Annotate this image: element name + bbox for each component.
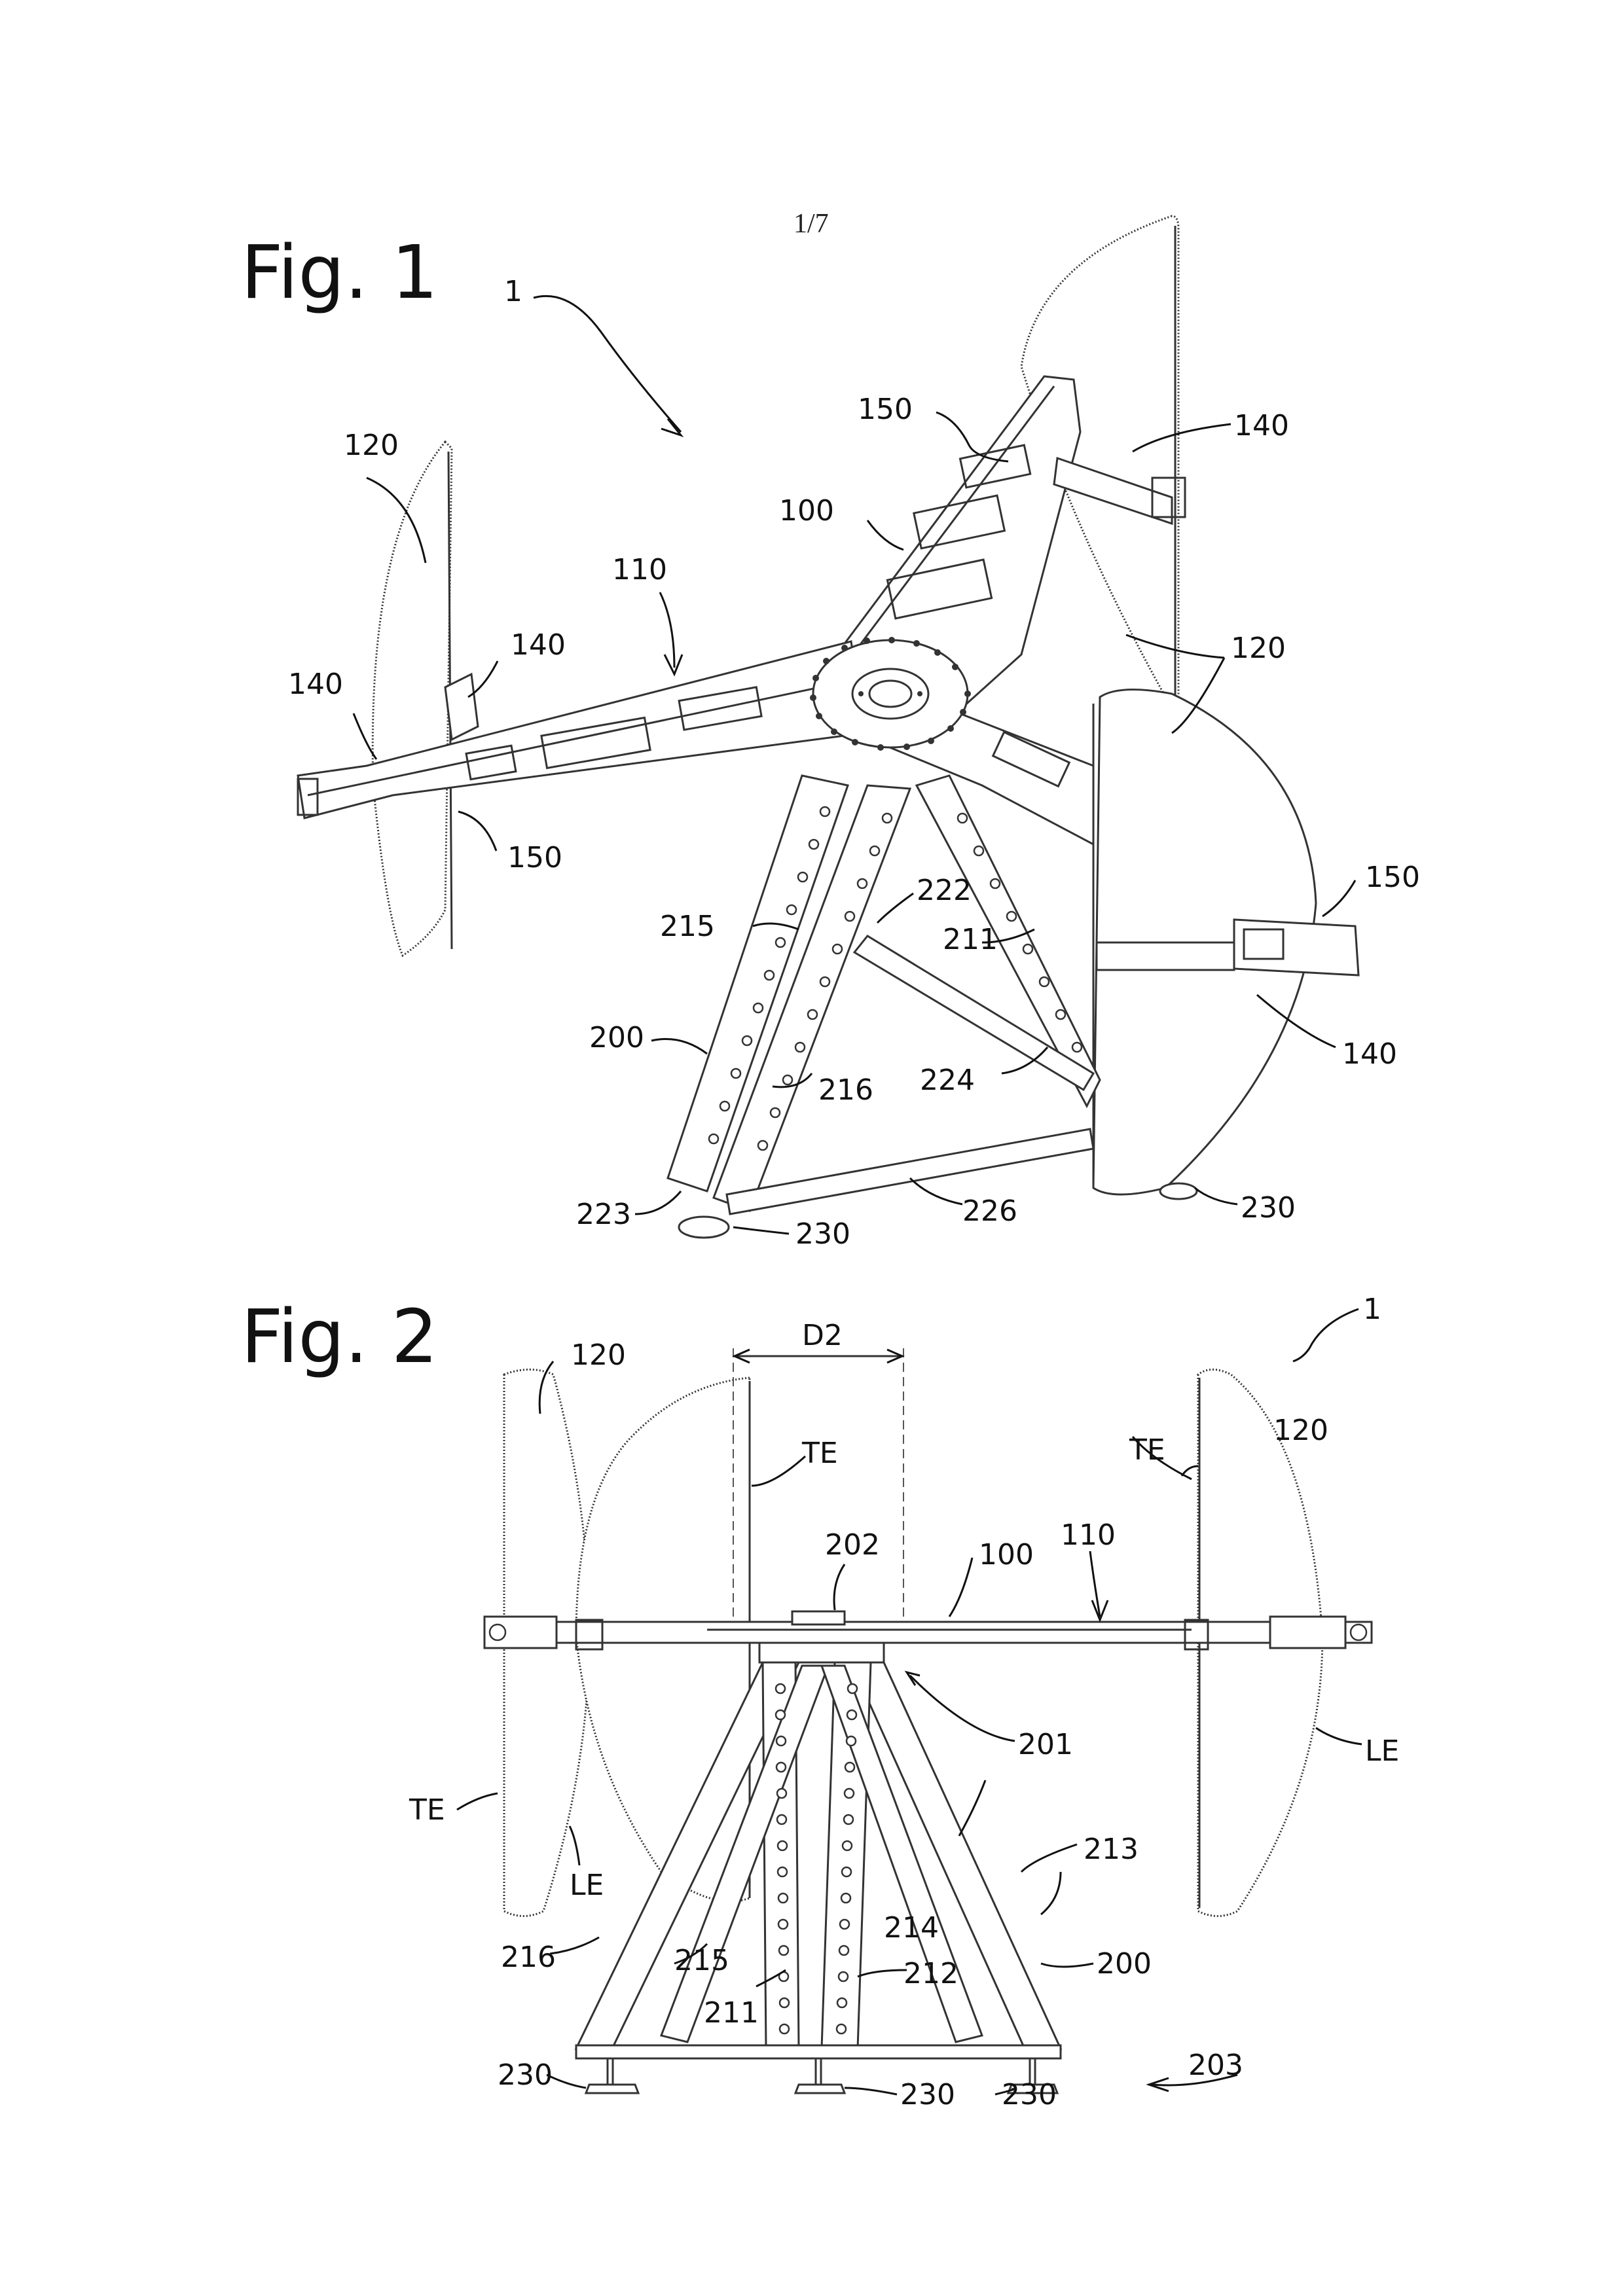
fig1-label-leg-front: 200 (589, 1021, 644, 1054)
fig1-label-arm: 110 (612, 553, 667, 586)
fig2-label-le-right: LE (1365, 1734, 1399, 1768)
figure-2-drawing: 1 D2 120 120 TE TE TE LE LE 202 100 110 … (409, 1293, 1399, 2111)
fig2-label-assembly: 1 (1363, 1293, 1381, 1326)
fig1-label-joint-upper: 222 (917, 874, 972, 907)
fig1-label-bracket-top: 150 (858, 393, 913, 426)
fig1-label-strut-top: 140 (1234, 409, 1289, 442)
fig2-label-blade-right: 120 (1273, 1414, 1328, 1447)
fig1-label-blade-right: 120 (1231, 632, 1286, 665)
fig2-label-leg-f: 216 (501, 1941, 556, 1974)
fig1-label-joint-lower: 223 (576, 1198, 631, 1231)
fig2-label-distance: D2 (802, 1319, 843, 1352)
fig1-label-bracket-right: 150 (1365, 861, 1420, 894)
fig2-label-base: 203 (1188, 2049, 1243, 2082)
fig2-label-leg-e: 215 (674, 1944, 729, 1977)
figure-1-drawing: 1 100 110 120 120 140 140 140 140 150 15… (288, 216, 1420, 1251)
fig1-label-blade-left: 120 (344, 429, 399, 462)
fig2-label-foot-left: 230 (498, 2058, 553, 2092)
fig2-label-le-left: LE (570, 1869, 604, 1902)
fig2-label-top-plate: 202 (825, 1528, 880, 1562)
fig1-label-strut-left-a: 140 (511, 628, 566, 662)
fig1-label-bracket-left: 150 (507, 841, 562, 874)
fig2-label-te-left: TE (409, 1793, 445, 1827)
fig2-label-leg-d: 214 (884, 1911, 939, 1945)
fig1-label-foot-right: 230 (1241, 1191, 1296, 1225)
fig1-label-assembly: 1 (504, 275, 522, 308)
fig2-label-te-mid: TE (801, 1437, 838, 1470)
fig1-label-strut-left-b: 140 (288, 668, 343, 701)
fig2-label-foot-mid: 230 (900, 2078, 955, 2111)
fig2-label-leg-c: 213 (1084, 1833, 1139, 1866)
fig2-label-te-right: TE (1129, 1433, 1165, 1467)
fig1-label-base-member: 226 (962, 1194, 1017, 1228)
fig1-label-hub: 100 (779, 494, 834, 528)
fig1-label-cross-member: 224 (920, 1064, 975, 1097)
fig1-label-leg-back: 211 (943, 923, 998, 956)
fig2-label-center: 201 (1018, 1728, 1073, 1761)
fig2-label-foot-right: 230 (1002, 2078, 1057, 2111)
fig1-label-foot-left: 230 (795, 1217, 850, 1251)
fig2-label-frame: 200 (1097, 1947, 1152, 1981)
fig1-label-brace-a: 215 (660, 910, 715, 943)
fig2-label-leg-a: 211 (704, 1996, 759, 2030)
fig2-label-arm: 110 (1061, 1518, 1116, 1552)
fig2-label-leg-b: 212 (903, 1957, 958, 1990)
fig1-blade-left (373, 442, 452, 956)
fig2-label-hub: 100 (979, 1538, 1034, 1571)
fig1-label-strut-right: 140 (1342, 1037, 1397, 1071)
fig2-label-blade-left: 120 (571, 1338, 626, 1372)
fig1-label-brace-b: 216 (818, 1073, 873, 1107)
